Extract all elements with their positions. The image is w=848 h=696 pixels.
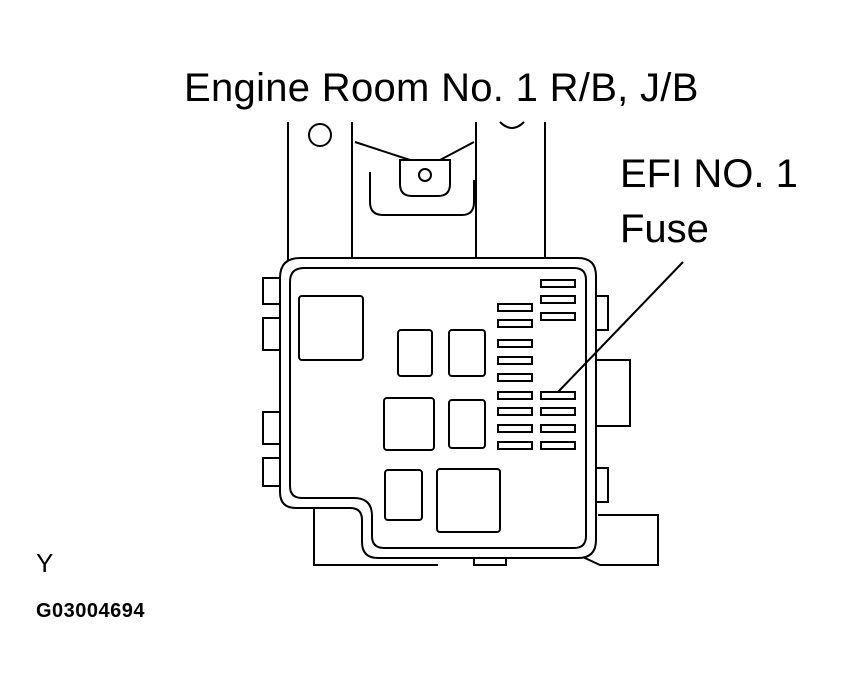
mounting-boss	[399, 159, 451, 197]
fuse-column-left	[497, 303, 533, 450]
callout-leader-line	[557, 261, 684, 393]
corner-label: Y	[36, 548, 54, 578]
relay	[448, 399, 486, 449]
relay	[384, 469, 423, 521]
figure-id: G03004694	[36, 600, 146, 622]
callout-label-line2: Fuse	[620, 207, 709, 251]
relay	[397, 329, 433, 377]
relay	[448, 329, 486, 377]
relay	[383, 397, 435, 451]
relays	[298, 295, 501, 533]
callout-label-line1: EFI NO. 1	[620, 152, 798, 196]
fuse-column-right	[540, 279, 576, 450]
relay-block-housing	[279, 257, 597, 559]
diagram-title: Engine Room No. 1 R/B, J/B	[184, 66, 699, 110]
relay-large	[436, 468, 501, 533]
mounting-bracket	[287, 121, 546, 262]
bolt-hole-icon	[308, 123, 332, 147]
relay-large	[298, 295, 364, 361]
